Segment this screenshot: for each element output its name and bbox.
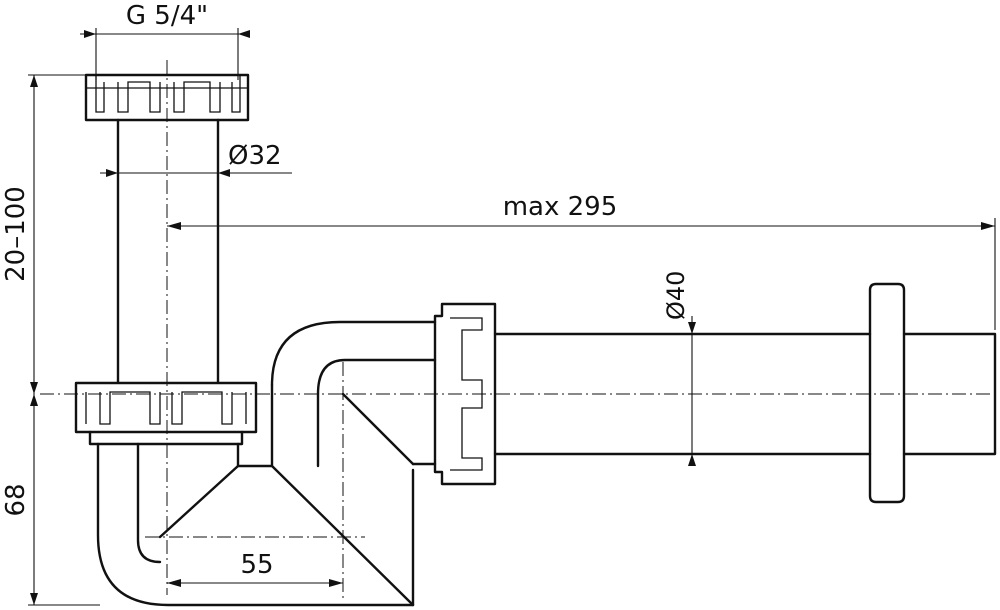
inlet-thread-label: G 5/4"	[126, 1, 208, 31]
inlet-nut	[84, 73, 250, 122]
body-nut	[74, 381, 258, 446]
dimension-inlet-height: 20–100	[1, 74, 90, 394]
centerlines	[40, 60, 995, 600]
outlet-elbow	[270, 320, 437, 468]
outlet-diameter-label: Ø40	[662, 271, 690, 320]
outlet-height-label: 68	[1, 483, 31, 516]
inlet-height-label: 20–100	[1, 186, 31, 282]
dimension-inlet-thread: G 5/4"	[80, 1, 250, 80]
wall-rosette	[868, 282, 906, 504]
dimension-outlet-height: 68	[1, 394, 100, 606]
inlet-diameter-label: Ø32	[228, 141, 282, 171]
dimension-inlet-diameter: Ø32	[100, 141, 292, 177]
inlet-pipe	[116, 118, 220, 384]
trap-offset-label: 55	[240, 550, 273, 580]
dimension-outlet-diameter: Ø40	[662, 271, 696, 466]
dimension-trap-offset: 55	[167, 550, 343, 587]
outlet-length-label: max 295	[503, 192, 618, 222]
dimension-outlet-length: max 295	[167, 192, 996, 330]
trap-body	[96, 383, 415, 607]
outlet-pipe	[493, 332, 997, 456]
outlet-nut	[433, 302, 497, 486]
